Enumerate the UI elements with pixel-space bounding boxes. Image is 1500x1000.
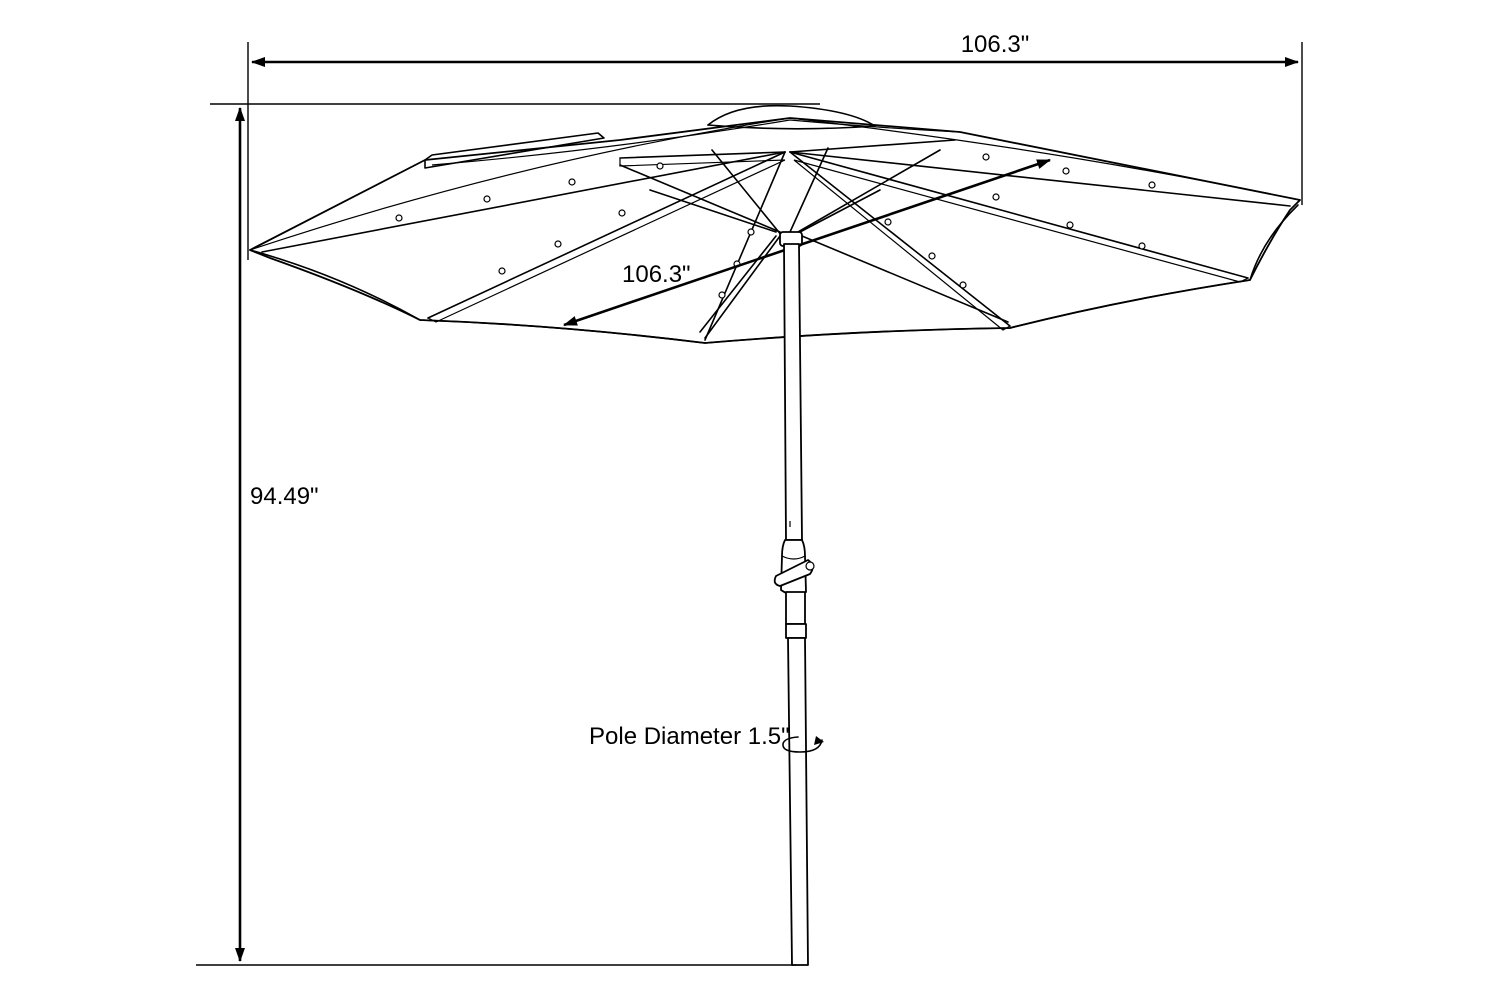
canopy-seam-mid	[431, 119, 791, 166]
canopy-seam-mid-right	[789, 119, 961, 133]
diagonal-dimension: 106.3"	[563, 158, 1051, 327]
rib-light	[1148, 181, 1156, 189]
rib-light	[1066, 221, 1074, 229]
rib	[619, 151, 786, 159]
rib-light	[992, 193, 1000, 201]
diagonal-dimension-line	[563, 158, 1051, 327]
rib-light	[1138, 242, 1146, 250]
rib-light	[483, 195, 491, 203]
rib-light	[656, 162, 664, 170]
rib-light	[568, 178, 576, 186]
rib-light	[395, 214, 403, 222]
rib	[789, 139, 956, 153]
rib-light	[498, 267, 506, 275]
canopy-seam-right	[789, 117, 1301, 201]
rib-light	[1062, 167, 1070, 175]
canopy-seam-left	[249, 117, 791, 251]
canopy-flap	[424, 132, 605, 169]
canopy-vent-cap	[707, 104, 876, 127]
pole-joint	[785, 623, 807, 639]
rib-light	[982, 153, 990, 161]
umbrella-pole	[773, 243, 815, 966]
pole-middle	[785, 591, 806, 625]
width-dimension: 106.3"	[247, 31, 1303, 260]
pole-diameter-rotation-arrow	[782, 736, 823, 753]
pole-lower	[787, 637, 809, 966]
pole-upper	[783, 243, 803, 541]
height-label: 94.49"	[250, 483, 319, 510]
pole-diameter-annotation: Pole Diameter 1.5"	[589, 723, 824, 753]
rib-light	[618, 209, 626, 217]
canopy-vent-rim	[707, 124, 876, 130]
rib-light	[928, 252, 936, 260]
rib-light	[747, 228, 755, 236]
rib-light	[718, 291, 726, 299]
pole-diameter-label: Pole Diameter 1.5"	[589, 723, 790, 750]
canopy-scalloped-edge	[249, 204, 1299, 344]
rib-light	[959, 281, 967, 289]
crank-knob	[805, 561, 815, 571]
width-label: 106.3"	[961, 31, 1030, 58]
pole-diameter-arrowhead	[814, 736, 824, 745]
crank-housing-band	[781, 555, 806, 560]
rib-light	[884, 218, 892, 226]
diagonal-label: 106.3"	[622, 261, 691, 288]
height-dimension: 94.49"	[196, 103, 820, 966]
rib-light	[554, 240, 562, 248]
